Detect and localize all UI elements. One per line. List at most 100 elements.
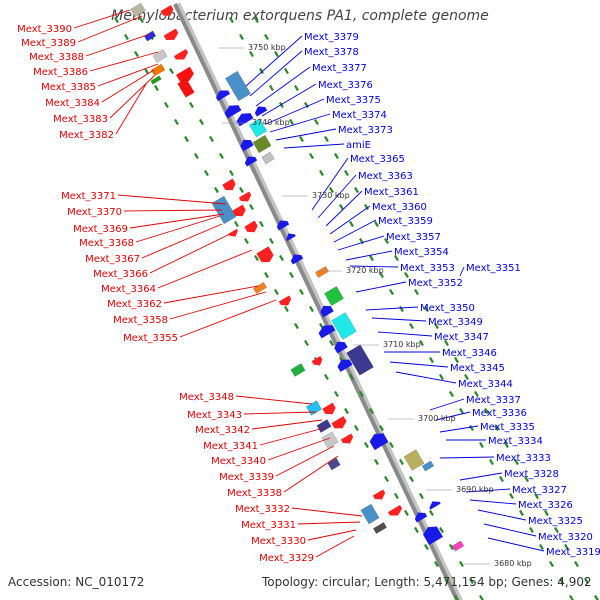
gene-box xyxy=(225,70,251,102)
leader-line-layer xyxy=(73,9,545,565)
gene-block xyxy=(318,325,336,339)
gene-arrow-forward xyxy=(340,433,354,444)
kbp-marker: 3730 kbp xyxy=(312,191,350,200)
track-tick xyxy=(509,492,514,500)
gene-box xyxy=(316,419,332,433)
gene-block xyxy=(451,540,465,552)
gene-arrow-forward xyxy=(160,5,174,16)
gene-arrow-forward xyxy=(176,66,194,82)
track-tick xyxy=(339,203,344,211)
leader-line xyxy=(235,395,313,405)
track-tick xyxy=(459,407,464,415)
gene-box xyxy=(252,282,268,294)
track-tick xyxy=(479,594,484,600)
gene-box xyxy=(305,400,323,416)
gene-block xyxy=(320,305,334,318)
leader-line xyxy=(73,9,131,29)
gene-arrow-forward xyxy=(238,191,252,202)
gene-block xyxy=(278,295,292,306)
gene-block xyxy=(331,312,357,340)
leader-line xyxy=(365,306,419,311)
leader-line xyxy=(157,249,253,289)
kbp-marker: 3680 kbp xyxy=(494,559,532,568)
track-tick xyxy=(274,50,279,58)
track-tick xyxy=(124,33,129,41)
gene-arrow-reverse xyxy=(290,254,304,265)
gene-label-forward: Mext_3369 xyxy=(73,224,128,235)
gene-label-forward: Mext_3343 xyxy=(187,410,242,421)
gene-block xyxy=(414,512,428,523)
leader-line xyxy=(101,69,155,103)
gene-block xyxy=(340,433,354,444)
leader-line xyxy=(275,128,337,141)
gene-box xyxy=(346,344,374,376)
track-tick xyxy=(524,475,529,483)
track-tick xyxy=(499,475,504,483)
track-tick xyxy=(554,526,559,534)
track-tick xyxy=(489,458,494,466)
track-tick xyxy=(134,50,139,58)
gene-box xyxy=(150,63,166,77)
track-tick xyxy=(279,101,284,109)
gene-arrow-forward xyxy=(232,204,246,217)
gene-box xyxy=(143,30,157,42)
track-tick xyxy=(374,458,379,466)
gene-arrow-forward xyxy=(163,28,179,40)
leader-line xyxy=(163,285,259,304)
gene-label-forward: Mext_3368 xyxy=(79,238,134,249)
gene-block xyxy=(176,66,194,82)
gene-box xyxy=(314,266,330,278)
gene-block xyxy=(150,63,166,77)
gene-block xyxy=(215,90,231,101)
leader-line xyxy=(109,75,155,119)
gene-label-forward: Mext_3383 xyxy=(53,114,108,125)
gene-box xyxy=(403,449,425,471)
gene-label-forward: Mext_3386 xyxy=(33,67,88,78)
leader-line xyxy=(117,194,227,205)
track-tick xyxy=(399,458,404,466)
gene-block xyxy=(316,419,332,433)
gene-arrow-reverse xyxy=(429,501,441,510)
leader-line xyxy=(275,445,335,477)
track-tick xyxy=(564,543,569,551)
leader-line xyxy=(251,419,323,430)
leader-line xyxy=(179,299,277,338)
track-tick xyxy=(354,186,359,194)
gene-arrow-reverse xyxy=(215,90,231,101)
track-tick xyxy=(284,67,289,75)
track-tick xyxy=(239,186,244,194)
gene-label-reverse: Mext_3360 xyxy=(372,202,427,213)
track-tick xyxy=(444,577,449,585)
track-tick xyxy=(539,543,544,551)
gene-block xyxy=(261,151,275,165)
track-tick xyxy=(329,339,334,347)
track-tick xyxy=(504,441,509,449)
gene-block xyxy=(334,341,348,354)
gene-arrow-forward xyxy=(256,246,274,263)
track-tick xyxy=(294,84,299,92)
track-tick xyxy=(184,135,189,143)
track-tick xyxy=(249,50,254,58)
leader-line xyxy=(85,33,151,57)
leader-line xyxy=(307,529,357,541)
track-tick xyxy=(289,271,294,279)
track-tick xyxy=(529,526,534,534)
gene-block xyxy=(360,503,380,525)
gene-label-forward: Mext_3330 xyxy=(251,536,306,547)
gene-label-forward: Mext_3382 xyxy=(59,130,114,141)
kbp-marker: 3750 kbp xyxy=(248,43,286,52)
track-tick xyxy=(174,118,179,126)
gene-arrow-reverse xyxy=(244,156,258,167)
leader-line xyxy=(349,265,399,268)
leader-line xyxy=(439,425,479,433)
leader-line xyxy=(243,411,317,415)
track-tick xyxy=(584,577,589,585)
gene-block xyxy=(244,220,258,233)
gene-arrow-reverse xyxy=(414,512,428,523)
gene-arrow-forward xyxy=(278,295,292,306)
gene-label-reverse: Mext_3325 xyxy=(528,516,583,527)
leader-line xyxy=(115,83,147,135)
track-tick xyxy=(264,33,269,41)
track-tick xyxy=(199,118,204,126)
